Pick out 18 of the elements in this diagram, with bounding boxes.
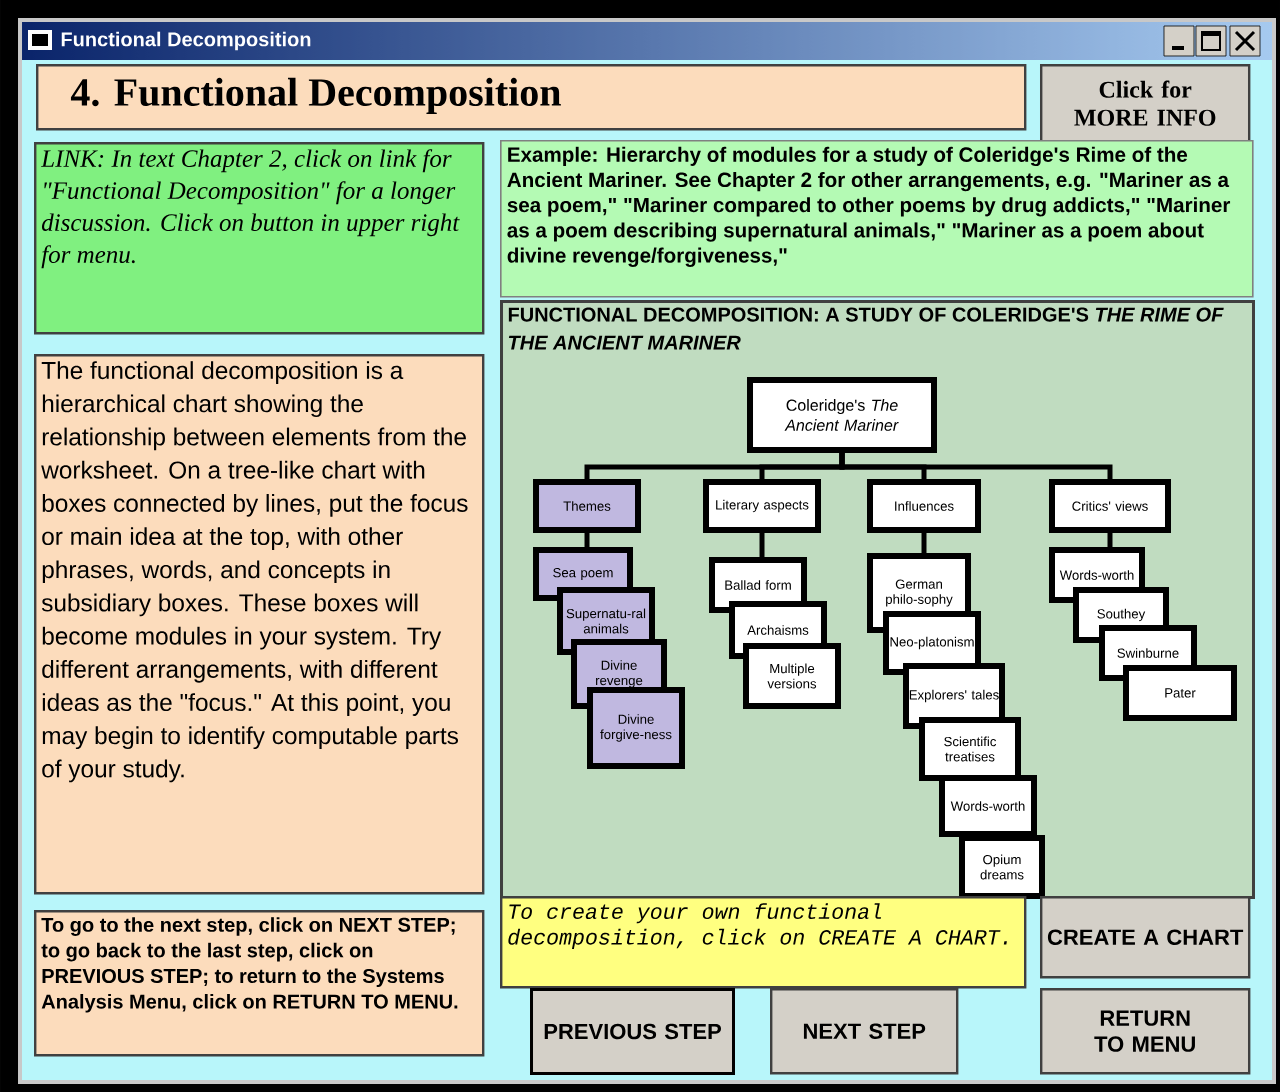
hint-panel: To create your own functional decomposition, click on CREATE A CHART.: [500, 896, 1027, 989]
connector-line: [839, 453, 1113, 479]
root-box: Coleridge's The Ancient Mariner: [747, 377, 937, 453]
return-menu-button: RETURN TO MENU: [1040, 987, 1251, 1075]
link-note-panel: LINK: In text Chapter 2, click on link for "Functional Decomposition" for a longer discussion. Click on button in upper right for menu.: [34, 142, 485, 335]
description-panel: The functional decomposition is a hierarchical chart showing the relationship between elements from the worksheet. On a tree-like chart with boxes connected by lines, put the focus or main idea at the top, with other phrases, words, and concepts in subsidiary boxes. These boxes will become modules in your system. Try different arrangements, with different ideas as the "focus." At this point, you may begin to identify computable parts of your study.: [34, 354, 485, 895]
window-title: Functional Decomposition: [61, 31, 311, 51]
connector-line: [759, 533, 765, 557]
previous-step-button: PREVIOUS STEP: [530, 988, 735, 1075]
next-step-button: NEXT STEP: [770, 987, 959, 1075]
connector-line: [921, 533, 927, 553]
connector-line: [584, 533, 590, 547]
connector-line: [1107, 533, 1113, 547]
info-button: Click for MORE INFO: [1040, 64, 1251, 143]
create-chart-button: CREATE A CHART: [1040, 896, 1251, 979]
example-panel: Example: Hierarchy of modules for a study of Coleridge's Rime of the Ancient Mariner. See Chapter 2 for other arrangements, e.g. "Mariner as a sea poem," "Mariner compared to other poems by drug addicts," "Mariner as a poem describing supernatural animals," "Mariner as a poem about divine revenge/forgiveness,": [500, 140, 1254, 298]
heading-panel: 4. Functional Decomposition: [36, 64, 1027, 131]
instructions-panel: To go to the next step, click on NEXT STEP; to go back to the last step, click on PREVIOUS STEP; to return to the Systems Analysis Menu, click on RETURN TO MENU.: [34, 909, 485, 1057]
